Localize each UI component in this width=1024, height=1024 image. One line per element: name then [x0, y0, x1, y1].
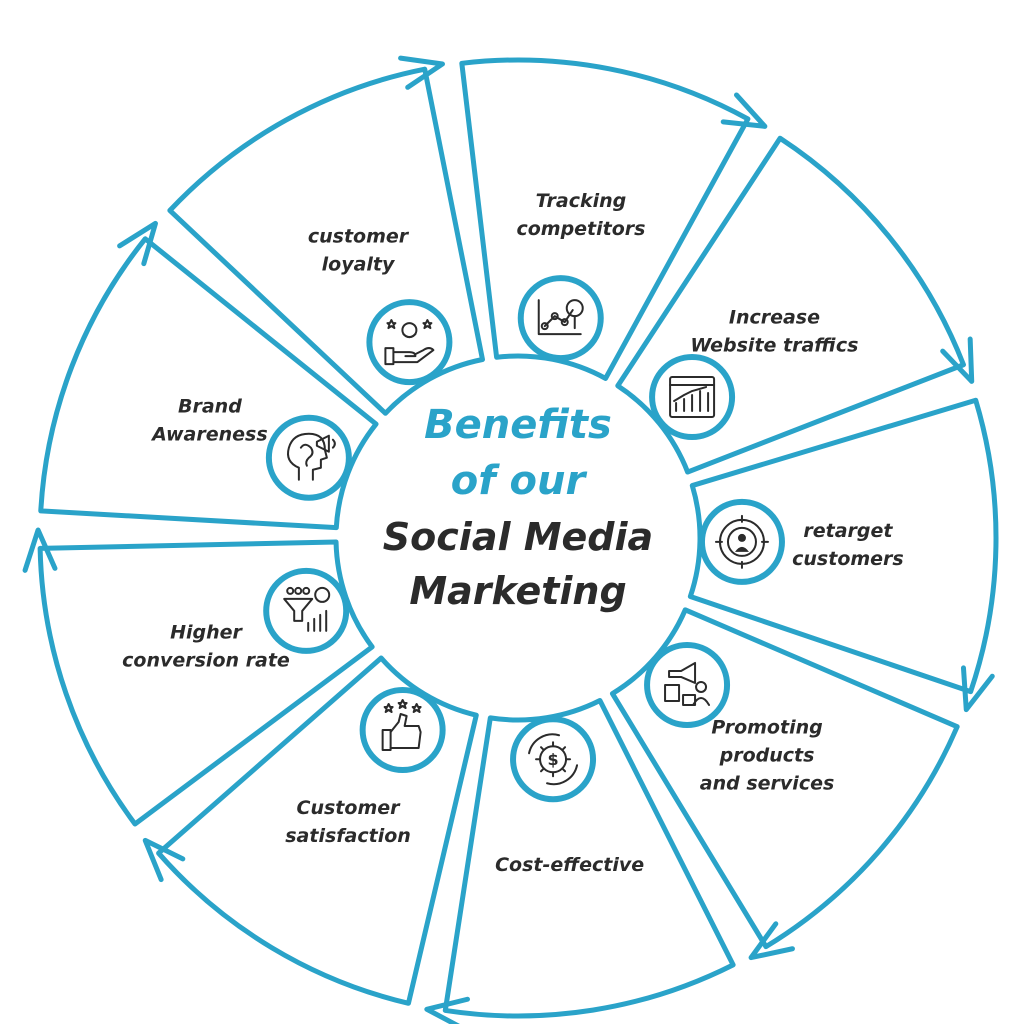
funnel-growth-chart-icon [263, 567, 350, 654]
segment-label-promoting-products: products [719, 744, 815, 766]
center-title-line-1: Benefits [424, 402, 612, 448]
cycle-arrowhead [960, 665, 995, 713]
segment-label-cost-effective: Cost-effective [495, 854, 644, 876]
segment-label-higher-conversion-rate: conversion rate [122, 649, 290, 671]
head-megaphone-icon [265, 414, 352, 501]
cycle-arrowhead [117, 220, 158, 267]
cycle-arrowhead [398, 55, 445, 90]
cycle-arrowhead [748, 921, 795, 961]
cycle-arrowhead [142, 837, 186, 883]
cycle-arrowhead [720, 92, 768, 129]
segment-label-customer-loyalty: loyalty [322, 253, 396, 275]
line-chart-magnifier-icon [517, 275, 604, 362]
segment-label-tracking-competitors: competitors [516, 218, 645, 240]
center-title-line-4: Marketing [409, 569, 626, 613]
center-title-line-2: of our [451, 458, 588, 504]
segment-label-customer-satisfaction: satisfaction [285, 825, 411, 847]
gear-dollar-cycle-icon: $ [510, 716, 597, 803]
cycle-arrowhead [22, 527, 58, 573]
cycle-arrowhead [940, 336, 975, 384]
segment-label-increase-website-traffics: Website traffics [690, 334, 858, 356]
megaphone-person-icon [644, 641, 731, 728]
segment-label-retarget-customers: customers [792, 548, 904, 570]
hand-person-stars-icon [366, 299, 453, 386]
cycle-arrowhead [424, 996, 470, 1024]
segment-label-brand-awareness: Brand [178, 396, 242, 418]
segment-label-tracking-competitors: Tracking [536, 190, 627, 212]
thumbs-up-stars-icon [359, 687, 446, 774]
segment-label-promoting-products: and services [700, 772, 834, 794]
segment-label-customer-loyalty: customer [308, 225, 410, 247]
segment-label-increase-website-traffics: Increase [729, 306, 820, 328]
segment-label-brand-awareness: Awareness [150, 424, 268, 446]
center-title: Benefits of our Social Media Marketing [383, 402, 653, 613]
segment-label-promoting-products: Promoting [711, 716, 822, 738]
center-title-line-3: Social Media [383, 515, 653, 559]
segment-label-retarget-customers: retarget [803, 520, 893, 542]
segment-retarget-customers [687, 397, 999, 695]
segment-label-higher-conversion-rate: Higher [170, 621, 243, 643]
target-person-icon [698, 498, 785, 585]
segment-icons: $ [263, 275, 785, 803]
segment-label-customer-satisfaction: Customer [297, 797, 402, 819]
svg-text:$: $ [547, 750, 558, 769]
browser-growth-chart-icon [649, 354, 736, 441]
